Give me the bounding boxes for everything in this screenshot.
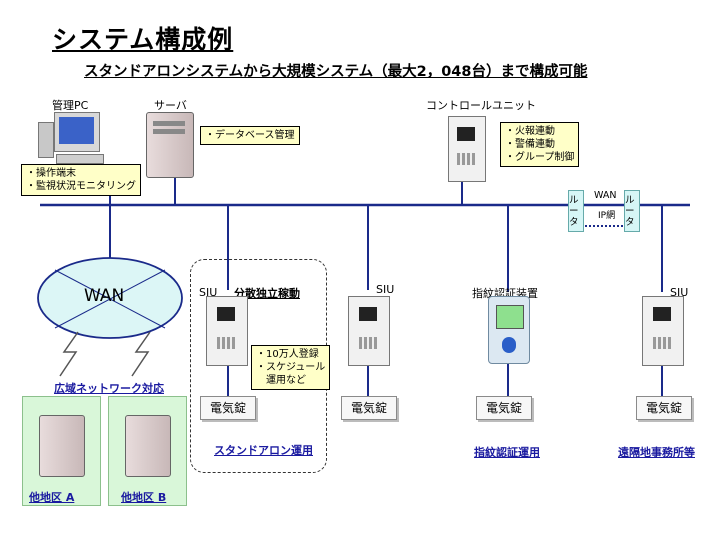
control-unit-icon [448, 116, 486, 182]
caption-remote: 遠隔地事務所等 [618, 446, 695, 459]
siu-note: ・10万人登録・スケジュール 運用など [251, 345, 331, 390]
electric-lock-3: 電気錠 [476, 396, 532, 420]
electric-lock-2: 電気錠 [341, 396, 397, 420]
wan-link-sub: IP網 [598, 211, 616, 221]
siu-2-icon [348, 296, 390, 366]
remote-site-b: 他地区 B [108, 396, 187, 506]
siu-3-icon [642, 296, 684, 366]
siu-3-label: SIU [670, 286, 689, 299]
caption-fingerprint: 指紋認証運用 [474, 446, 540, 459]
wan-link-label: WAN [594, 190, 617, 201]
control-unit-label: コントロールユニット [426, 99, 536, 112]
admin-pc-label: 管理PC [52, 99, 89, 112]
router-left: ルータ [568, 190, 584, 232]
router-right: ルータ [624, 190, 640, 232]
remote-site-a-label: 他地区 A [29, 491, 75, 504]
siu-1-mode: 分散独立稼動 [234, 287, 300, 300]
electric-lock-1: 電気錠 [200, 396, 256, 420]
server-icon [125, 415, 171, 477]
remote-site-a: 他地区 A [22, 396, 101, 506]
remote-site-b-label: 他地区 B [121, 491, 167, 504]
page-subtitle: スタンドアロンシステムから大規模システム（最大2，048台）まで構成可能 [84, 64, 588, 80]
siu-1-label: SIU [199, 286, 218, 299]
caption-wide-area: 広域ネットワーク対応 [54, 382, 164, 395]
electric-lock-4: 電気錠 [636, 396, 692, 420]
page-title: システム構成例 [52, 25, 234, 54]
pc-icon [36, 112, 106, 164]
siu-2-label: SIU [376, 283, 395, 296]
pc-note: ・操作端末・監視状況モニタリング [21, 164, 141, 196]
siu-1-icon [206, 296, 248, 366]
fingerprint-device-icon [488, 296, 530, 364]
control-unit-note: ・火報連動・警備連動・グループ制御 [500, 122, 580, 167]
server-icon [39, 415, 85, 477]
server-label: サーバ [154, 99, 187, 112]
wan-cloud-label: WAN [84, 286, 125, 306]
server-icon [146, 112, 194, 178]
caption-standalone: スタンドアロン運用 [214, 444, 313, 457]
server-note: ・データベース管理 [200, 126, 300, 145]
